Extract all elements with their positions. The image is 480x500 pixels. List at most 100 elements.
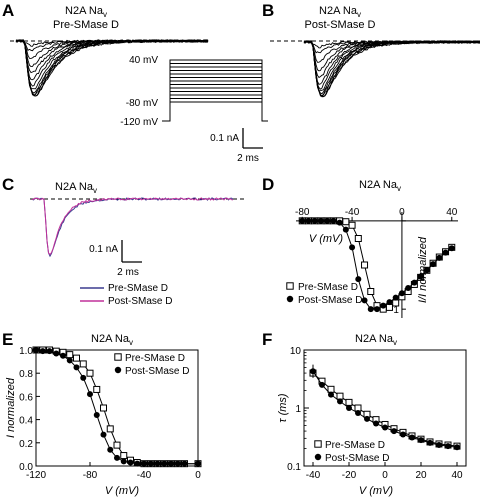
chart-d-point [367,306,374,313]
panel-b-sweep [303,40,480,72]
chart-d-point [398,290,405,297]
panel-a-sweep [15,39,209,97]
chart-e-y-tick-label: 0.4 [19,416,33,427]
chart-f-point [436,442,442,449]
panel-b-sweep [303,40,480,98]
chart-f-point [355,409,361,416]
panel-a-traces [15,39,209,97]
chart-f-legend-label: Post-SMase D [325,453,389,464]
chart-e-point [114,454,120,461]
chart-d-point [342,218,350,226]
chart-e-point [147,460,154,467]
panel-b-subtitle: Post-SMase D [305,19,376,31]
panel-letter-f: F [262,330,272,349]
chart-e-point [127,459,134,466]
chart-d-point [385,303,393,311]
chart-f-legend-label: Pre-SMase D [325,440,385,451]
chart-d-xlabel: V (mV) [309,233,344,245]
chart-d-point [380,302,387,309]
voltage-protocol: 40 mV -80 mV -120 mV 0.1 nA 2 ms [120,55,268,164]
chart-e-point [86,369,94,377]
chart-d-point [311,217,318,224]
chart-d-point [367,288,375,295]
chart-d-point [349,244,356,251]
chart-e-point [168,460,174,467]
panel-c-legend-pre-label: Pre-SMase D [108,283,168,294]
chart-f-x-tick-label: 40 [451,470,463,481]
panel-f-title: N2A Nav [355,333,397,347]
chart-d-legend-label: Post-SMase D [298,295,362,306]
chart-f-x-tick-label: 20 [415,470,427,481]
protocol-label-40mv: 40 mV [129,55,158,66]
chart-f-legend-marker [314,453,322,461]
chart-f-point [409,434,415,441]
panel-b-traces [303,40,480,98]
chart-e-point [66,357,73,364]
panel-b-sweep [303,40,480,79]
chart-e-point [120,452,128,460]
chart-d-point [330,217,337,224]
panel-letter-d: D [262,175,274,194]
chart-d-x-tick-label: 0 [399,207,405,218]
chart-d-legend-marker [286,295,294,303]
chart-f-point [445,443,451,450]
chart-f-point [373,420,379,427]
chart-f-point [337,398,343,405]
chart-d-point [348,221,356,229]
protocol-step [162,101,268,122]
chart-e-legend-marker [114,353,122,361]
chart-e-point [100,431,107,438]
chart-d-point [374,306,380,313]
chart-d-point [386,299,393,306]
chart-d-point [392,299,400,307]
chart-f-point [345,398,353,406]
chart-e-point [93,385,101,393]
chart-f-legend-marker [314,440,322,448]
chart-f-series-line [312,371,458,448]
chart-d-point [392,294,399,301]
protocol-step [162,66,268,122]
chart-f-y-tick-label: 10 [290,346,302,357]
chart-d-point [423,267,430,274]
chart-f-x-tick-label: -40 [306,470,321,481]
chart-e-y-tick-label: 0.8 [19,369,33,380]
protocol-scale-time-label: 2 ms [237,153,259,164]
chart-e-point [120,458,127,465]
chart-e-point [33,347,39,353]
chart-d-point [417,273,424,280]
chart-e-point [87,391,93,398]
chart-e-legend-label: Pre-SMase D [125,353,185,364]
panel-letter-c: C [2,175,14,194]
panel-a-subtitle: Pre-SMase D [53,19,119,31]
chart-e-point [161,460,168,467]
chart-e-point [174,460,181,467]
chart-e-point [79,360,87,368]
chart-e-point [195,460,201,467]
panel-a-title: N2A Nav [65,5,107,19]
panel-letter-b: B [262,1,274,20]
chart-d-point [442,249,449,256]
protocol-step [162,91,268,122]
protocol-label-minus120mv: -120 mV [120,117,158,128]
panel-letter-e: E [2,330,13,349]
chart-f-x-tick-label: -20 [342,470,357,481]
panel-b-sweep [303,40,480,97]
chart-d-point [361,261,369,269]
chart-f-x-tick-label: 0 [382,470,388,481]
protocol-label-minus80mv: -80 mV [126,98,159,109]
chart-e-point [66,351,74,359]
chart-e-point [73,354,80,362]
panel-c-scale-current-label: 0.1 nA [89,244,118,255]
chart-e-point [154,460,161,467]
chart-e-x-tick-label: 0 [195,470,201,481]
chart-f-y-tick-label: 1 [295,404,301,415]
chart-e-point [141,460,147,467]
panel-c-traces [31,197,234,258]
chart-e-point [107,446,114,453]
chart-d-point [305,217,312,224]
chart-d-ylabel: I/I normalized [417,236,429,303]
chart-f-point [328,391,334,398]
